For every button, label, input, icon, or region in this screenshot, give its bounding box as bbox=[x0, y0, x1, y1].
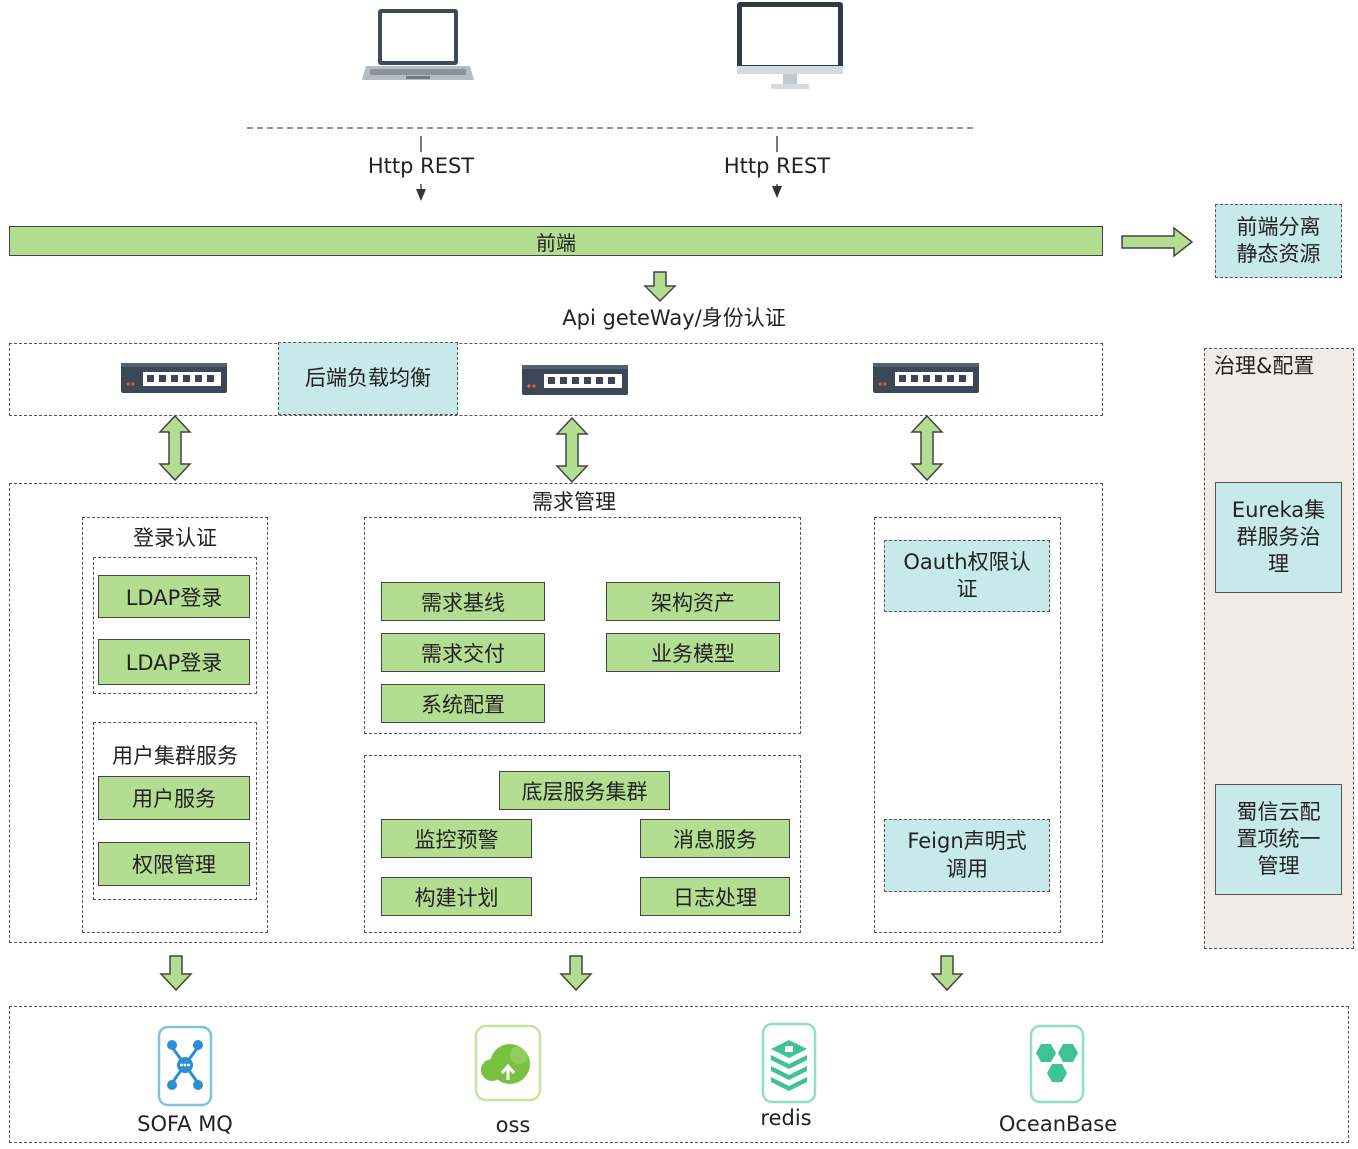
arrow-down-icon-2 bbox=[559, 955, 593, 992]
switch-icon-3 bbox=[873, 363, 979, 393]
monitor-icon bbox=[737, 2, 843, 89]
oceanbase-label: OceanBase bbox=[998, 1112, 1118, 1136]
oss-icon bbox=[474, 1024, 542, 1102]
governance-title: 治理&配置 bbox=[1214, 354, 1315, 378]
requirement-baseline-box: 需求基线 bbox=[381, 582, 545, 621]
frontend-bar: 前端 bbox=[9, 226, 1103, 256]
switch-icon-2 bbox=[522, 365, 628, 395]
ldap-login-box-1: LDAP登录 bbox=[98, 575, 250, 618]
double-arrow-icon-2 bbox=[555, 416, 589, 484]
api-gateway-label: Api geteWay/身份认证 bbox=[562, 306, 786, 330]
requirements-group bbox=[364, 517, 801, 734]
ldap-login-box-2: LDAP登录 bbox=[98, 639, 250, 685]
eureka-box: Eureka集 群服务治 理 bbox=[1215, 482, 1342, 593]
architecture-assets-box: 架构资产 bbox=[606, 582, 780, 621]
http-rest-left-label: Http REST bbox=[367, 154, 475, 178]
sofa-mq-icon bbox=[157, 1025, 213, 1107]
client-separator-line bbox=[247, 127, 976, 201]
login-group bbox=[93, 557, 257, 694]
oss-label: oss bbox=[495, 1113, 531, 1137]
double-arrow-icon-1 bbox=[158, 414, 192, 482]
frontend-static-resources-box: 前端分离 静态资源 bbox=[1215, 204, 1342, 278]
redis-icon bbox=[761, 1022, 817, 1104]
build-plan-box: 构建计划 bbox=[381, 877, 532, 916]
user-cluster-group bbox=[93, 722, 257, 900]
log-processing-box: 日志处理 bbox=[640, 877, 790, 916]
load-balancer-group bbox=[9, 343, 1103, 416]
base-services-title-box: 底层服务集群 bbox=[499, 771, 670, 810]
business-model-box: 业务模型 bbox=[606, 633, 780, 672]
switch-icon-1 bbox=[121, 363, 227, 393]
services-title: 需求管理 bbox=[532, 490, 616, 514]
integration-column bbox=[874, 517, 1061, 933]
requirement-delivery-box: 需求交付 bbox=[381, 633, 545, 672]
sofa-mq-label: SOFA MQ bbox=[137, 1112, 233, 1136]
feign-box: Feign声明式 调用 bbox=[884, 819, 1050, 892]
user-cluster-title: 用户集群服务 bbox=[112, 744, 238, 768]
permission-management-box: 权限管理 bbox=[98, 842, 250, 886]
backend-load-balance-box: 后端负载均衡 bbox=[278, 342, 458, 415]
base-services-group bbox=[364, 755, 801, 933]
laptop-icon bbox=[362, 9, 474, 80]
oauth-box: Oauth权限认 证 bbox=[884, 540, 1050, 612]
services-group bbox=[9, 483, 1103, 943]
auth-column bbox=[82, 517, 268, 933]
redis-label: redis bbox=[760, 1106, 812, 1130]
system-config-box: 系统配置 bbox=[381, 684, 545, 723]
config-management-box: 蜀信云配 置项统一 管理 bbox=[1215, 784, 1342, 895]
monitoring-alert-box: 监控预警 bbox=[381, 819, 532, 858]
arrow-down-icon bbox=[643, 271, 677, 303]
oceanbase-icon bbox=[1029, 1024, 1085, 1104]
arrow-down-icon-3 bbox=[930, 955, 964, 992]
double-arrow-icon-3 bbox=[910, 414, 944, 482]
user-service-box: 用户服务 bbox=[98, 776, 250, 820]
message-service-box: 消息服务 bbox=[640, 819, 790, 858]
arrow-down-icon-1 bbox=[159, 955, 193, 992]
arrow-right-icon bbox=[1121, 226, 1194, 258]
login-group-title: 登录认证 bbox=[133, 526, 217, 550]
http-rest-right-label: Http REST bbox=[723, 154, 831, 178]
storage-group bbox=[9, 1006, 1349, 1143]
